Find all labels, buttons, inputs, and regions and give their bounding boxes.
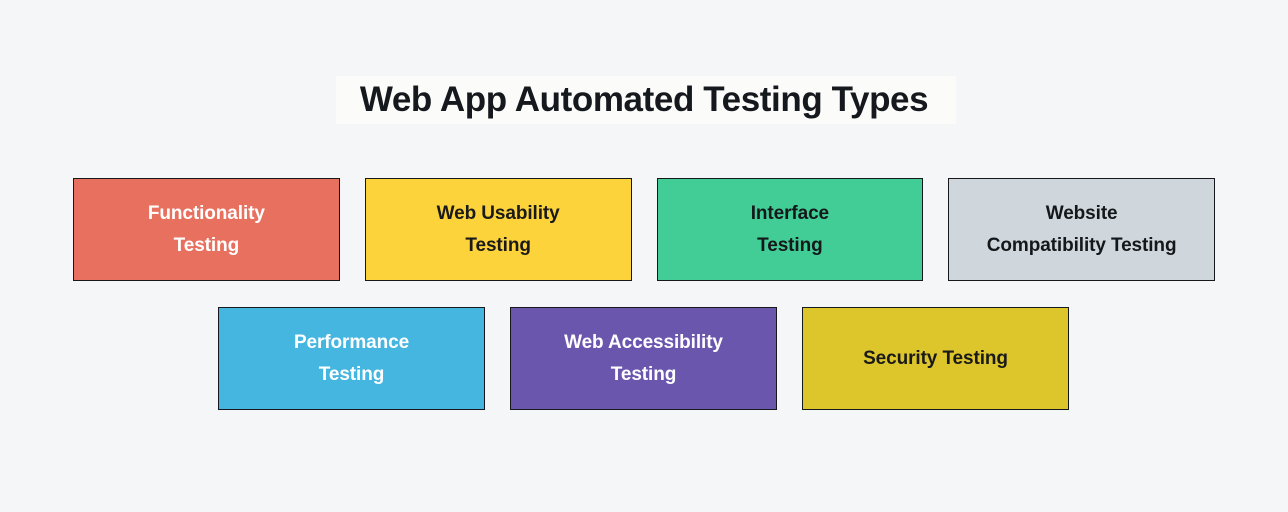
testing-type-label-line2: Testing: [465, 234, 531, 256]
testing-type-label-line1: Website: [1045, 202, 1118, 224]
testing-type-box-web-accessibility-testing[interactable]: Web Accessibility Testing: [510, 307, 777, 410]
testing-type-label-line2: Compatibility Testing: [986, 234, 1177, 256]
testing-type-label-line2: Testing: [610, 363, 677, 385]
testing-types-row-2: Performance Testing Web Accessibility Te…: [218, 307, 1069, 410]
testing-type-box-security-testing[interactable]: Security Testing: [802, 307, 1069, 410]
testing-type-label-line2: Testing: [318, 363, 385, 385]
title-backdrop: [336, 76, 956, 124]
testing-type-label: Security Testing: [811, 343, 1060, 375]
testing-type-label: Functionality Testing: [82, 198, 331, 262]
testing-type-box-functionality-testing[interactable]: Functionality Testing: [73, 178, 340, 281]
testing-type-label: Interface Testing: [666, 198, 915, 262]
testing-type-box-web-usability-testing[interactable]: Web Usability Testing: [364, 178, 632, 281]
testing-type-label-line1: Security Testing: [863, 347, 1008, 369]
testing-type-label-line1: Functionality: [147, 202, 265, 224]
testing-type-box-performance-testing[interactable]: Performance Testing: [218, 307, 485, 410]
testing-type-label-line1: Interface: [750, 202, 830, 224]
testing-type-box-interface-testing[interactable]: Interface Testing: [656, 178, 924, 281]
testing-type-label: Web Usability Testing: [374, 198, 623, 262]
testing-type-label: Web Accessibility Testing: [519, 327, 768, 391]
testing-type-box-website-compatibility-testing[interactable]: Website Compatibility Testing: [948, 178, 1215, 281]
testing-type-label-line1: Performance: [293, 331, 410, 353]
testing-type-label-line2: Testing: [757, 234, 823, 256]
testing-type-label: Website Compatibility Testing: [957, 198, 1206, 262]
testing-type-label: Performance Testing: [227, 327, 476, 391]
testing-type-label-line1: Web Usability: [436, 202, 560, 224]
page-title: Web App Automated Testing Types: [359, 80, 929, 119]
testing-types-row-1: Functionality Testing Web Usability Test…: [73, 178, 1215, 281]
testing-type-label-line2: Testing: [173, 234, 240, 256]
testing-type-label-line1: Web Accessibility: [564, 331, 723, 353]
